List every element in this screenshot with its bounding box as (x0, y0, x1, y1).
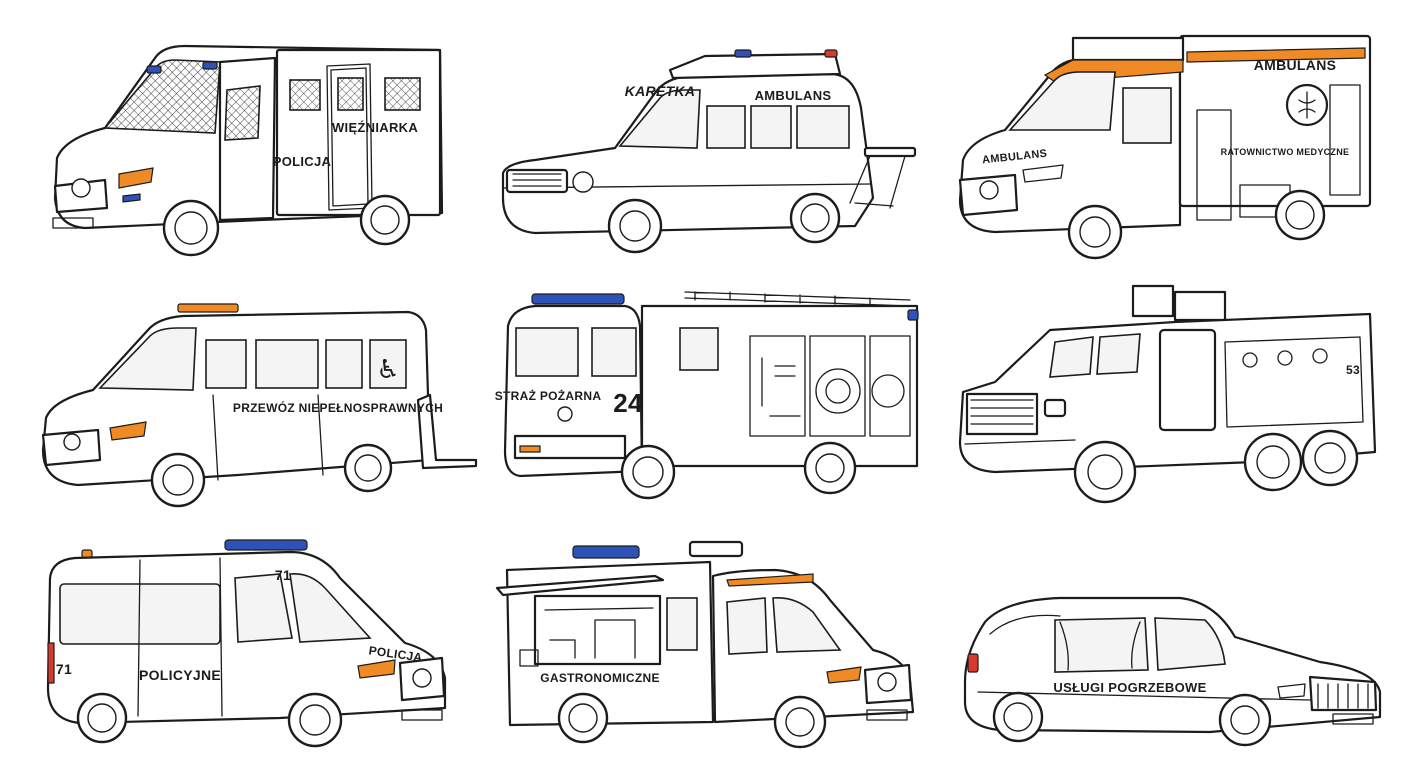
police-van-side-number: 71 (56, 661, 72, 677)
vintage-ambulance-side-label: AMBULANS (755, 88, 832, 103)
hearse-side-label: USŁUGI POGRZEBOWE (1053, 680, 1206, 695)
armored-vehicle-illustration: 53 (955, 282, 1380, 507)
disabled-transport-illustration: ♿ PRZEWÓZ NIEPEŁNOSPRAWNYCH (38, 300, 478, 510)
police-van-side-label: POLICYJNE (139, 667, 221, 683)
modern-ambulance-service-label: RATOWNICTWO MEDYCZNE (1221, 147, 1350, 157)
vintage-ambulance-illustration: KARETKA AMBULANS (495, 48, 925, 258)
food-truck-illustration: GASTRONOMICZNE (495, 540, 925, 752)
hearse-illustration: USŁUGI POGRZEBOWE (960, 592, 1385, 752)
modern-ambulance-illustration: AMBULANS AMBULANS RATOWNICTWO MEDYCZNE (955, 30, 1375, 260)
prison-van-side-label: WIĘŹNIARKA (332, 120, 418, 135)
prison-van-door-label: POLICJA (273, 154, 332, 169)
disabled-transport-side-label: PRZEWÓZ NIEPEŁNOSPRAWNYCH (233, 400, 443, 415)
prison-van-illustration: WIĘŹNIARKA POLICJA (45, 38, 445, 263)
fire-truck-door-label: STRAŻ POŻARNA (495, 388, 602, 403)
armored-vehicle-number: 53 (1346, 363, 1360, 377)
modern-ambulance-box-label: AMBULANS (1254, 57, 1337, 73)
food-truck-side-label: GASTRONOMICZNE (540, 671, 660, 685)
police-van-door-number: 71 (275, 567, 291, 583)
wheelchair-icon: ♿ (376, 355, 399, 385)
fire-truck-number: 24 (613, 388, 643, 418)
vintage-ambulance-roof-label: KARETKA (625, 83, 696, 99)
fire-truck-illustration: STRAŻ POŻARNA 24 (495, 286, 930, 500)
police-van-illustration: POLICYJNE POLICJA 71 71 (40, 538, 455, 750)
